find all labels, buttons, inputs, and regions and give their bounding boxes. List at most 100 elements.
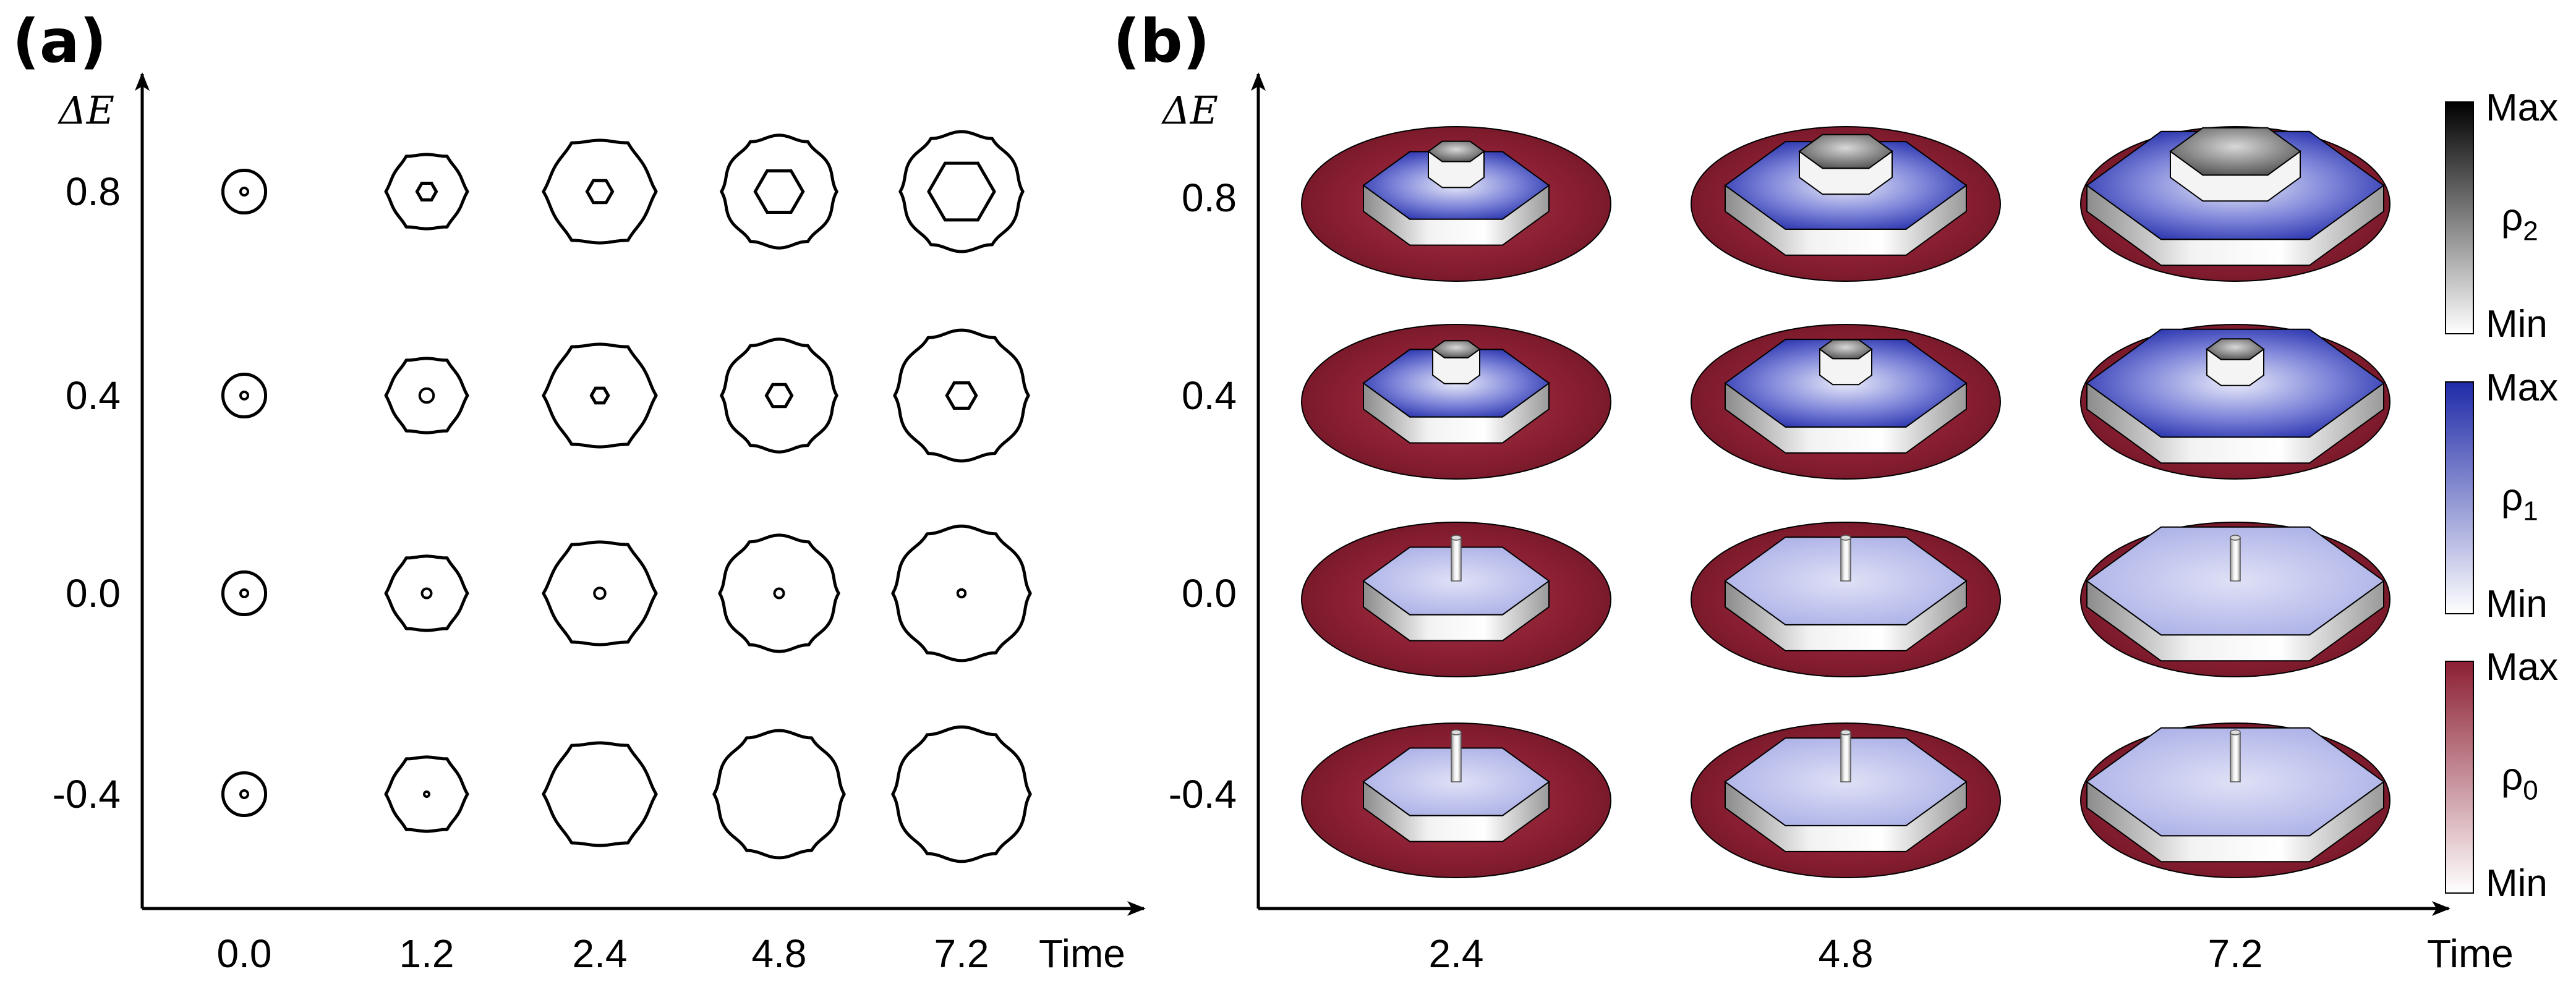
panel-b-y-tick: 0.0 — [1182, 571, 1237, 616]
outer-contour — [891, 524, 1032, 663]
inner-contour — [239, 391, 249, 400]
colorbar-max-label: Max — [2486, 646, 2558, 688]
surface-plot — [1301, 324, 1611, 480]
panel-a-y-tick: 0.4 — [66, 373, 121, 418]
central-spike — [2230, 537, 2241, 582]
surface-plot — [2080, 522, 2390, 677]
outer-contour — [542, 138, 658, 245]
outer-contour — [384, 153, 469, 231]
colorbar-max-label: Max — [2486, 87, 2558, 129]
inner-contour — [420, 587, 433, 599]
surface-plot — [1691, 126, 2001, 282]
spike-top — [1840, 729, 1851, 735]
panel-b-axes: Time ΔE — [1161, 72, 2514, 976]
surface-plot — [1691, 722, 2001, 878]
surface-plot — [1301, 722, 1611, 878]
outer-contour — [712, 729, 846, 860]
central-spike — [2230, 732, 2241, 782]
inner-contour — [927, 161, 996, 222]
inner-contour — [415, 182, 438, 201]
outer-contour — [542, 540, 658, 646]
panel-b-x-ticks: 2.4 4.8 7.2 — [1429, 931, 2263, 976]
panel-a-x-tick: 4.8 — [752, 931, 807, 976]
outer-contour — [542, 342, 658, 449]
panel-a-y-tick: 0.8 — [66, 169, 121, 214]
panel-a-y-ticks: 0.8 0.4 0.0 -0.4 — [53, 169, 121, 816]
rho2-top — [1819, 339, 1873, 360]
colorbar-title: ρ1 — [2501, 477, 2538, 527]
surface-plot — [2080, 324, 2390, 480]
panel-a-axes: Time ΔE — [58, 72, 1146, 976]
panel-a-ylabel-delta: Δ — [58, 88, 87, 133]
central-spike — [1451, 732, 1462, 782]
panel-a-xlabel: Time — [1039, 931, 1125, 976]
inner-contour — [589, 386, 610, 405]
inner-contour — [239, 789, 249, 799]
surface-plot — [2080, 126, 2390, 282]
outer-contour — [384, 554, 469, 632]
panel-b-label: (b) — [1113, 7, 1209, 76]
outer-contour — [221, 771, 268, 818]
panel-b-y-tick: 0.8 — [1182, 176, 1237, 220]
outer-contour — [893, 328, 1030, 463]
panel-a-y-tick: -0.4 — [53, 772, 121, 816]
surface-plot — [1691, 324, 2001, 480]
panel-a-x-tick: 0.0 — [217, 931, 272, 976]
colorbar-max-label: Max — [2486, 366, 2558, 409]
inner-contour — [239, 187, 249, 197]
svg-text:ΔE: ΔE — [58, 88, 114, 133]
colorbar-title: ρ2 — [2501, 197, 2538, 247]
central-spike — [1840, 732, 1851, 782]
panel-a-ylabel: ΔE — [58, 88, 114, 133]
outer-contour — [384, 357, 469, 434]
panel-a-ylabel-e: E — [86, 88, 114, 133]
colorbar-gradient — [2445, 101, 2474, 334]
panel-b-ylabel-delta: Δ — [1161, 88, 1190, 133]
panel-a-shapes — [221, 130, 1032, 863]
surface-plot — [1301, 126, 1611, 282]
spike-top — [2230, 535, 2241, 541]
svg-text:ΔE: ΔE — [1161, 88, 1218, 133]
colorbar-min-label: Min — [2486, 303, 2548, 345]
inner-contour — [593, 587, 607, 600]
surface-plot — [2080, 722, 2390, 878]
inner-contour — [585, 179, 615, 205]
surface-plot — [1691, 522, 2001, 677]
inner-contour — [239, 588, 249, 598]
outer-contour — [718, 533, 840, 653]
panel-a-x-tick: 7.2 — [934, 931, 989, 976]
spike-top — [2230, 729, 2241, 735]
panel-b-y-tick: -0.4 — [1169, 772, 1237, 816]
outer-contour — [221, 570, 268, 617]
panel-b-x-tick: 2.4 — [1429, 931, 1484, 976]
rho2-top — [1798, 133, 1893, 169]
panel-b-y-tick: 0.4 — [1182, 373, 1237, 418]
colorbar-min-label: Min — [2486, 583, 2548, 625]
outer-contour — [384, 755, 469, 833]
outer-contour — [720, 133, 838, 250]
outer-contour — [898, 130, 1025, 253]
panel-b-x-tick: 4.8 — [1819, 931, 1874, 976]
panel-b-xlabel: Time — [2427, 931, 2514, 976]
outer-contour — [891, 725, 1032, 863]
rho2-top — [1427, 140, 1485, 163]
spike-top — [1451, 729, 1462, 735]
panel-b-surfaces — [1301, 126, 2390, 878]
panel-a-y-tick: 0.0 — [66, 571, 121, 616]
panel-b-ylabel: ΔE — [1161, 88, 1218, 133]
outer-contour — [221, 168, 268, 215]
colorbar-title: ρ0 — [2501, 756, 2538, 806]
central-spike — [1451, 537, 1462, 582]
panel-b-y-ticks: 0.8 0.4 0.0 -0.4 — [1169, 176, 1237, 816]
panel-b-x-tick: 7.2 — [2208, 931, 2263, 976]
surface-plot — [1301, 522, 1611, 677]
spike-top — [1451, 535, 1462, 541]
rho2-top — [2169, 127, 2301, 176]
colorbar-gradient — [2445, 661, 2474, 894]
inner-contour — [764, 383, 794, 409]
inner-contour — [773, 587, 785, 599]
inner-contour — [423, 790, 430, 798]
